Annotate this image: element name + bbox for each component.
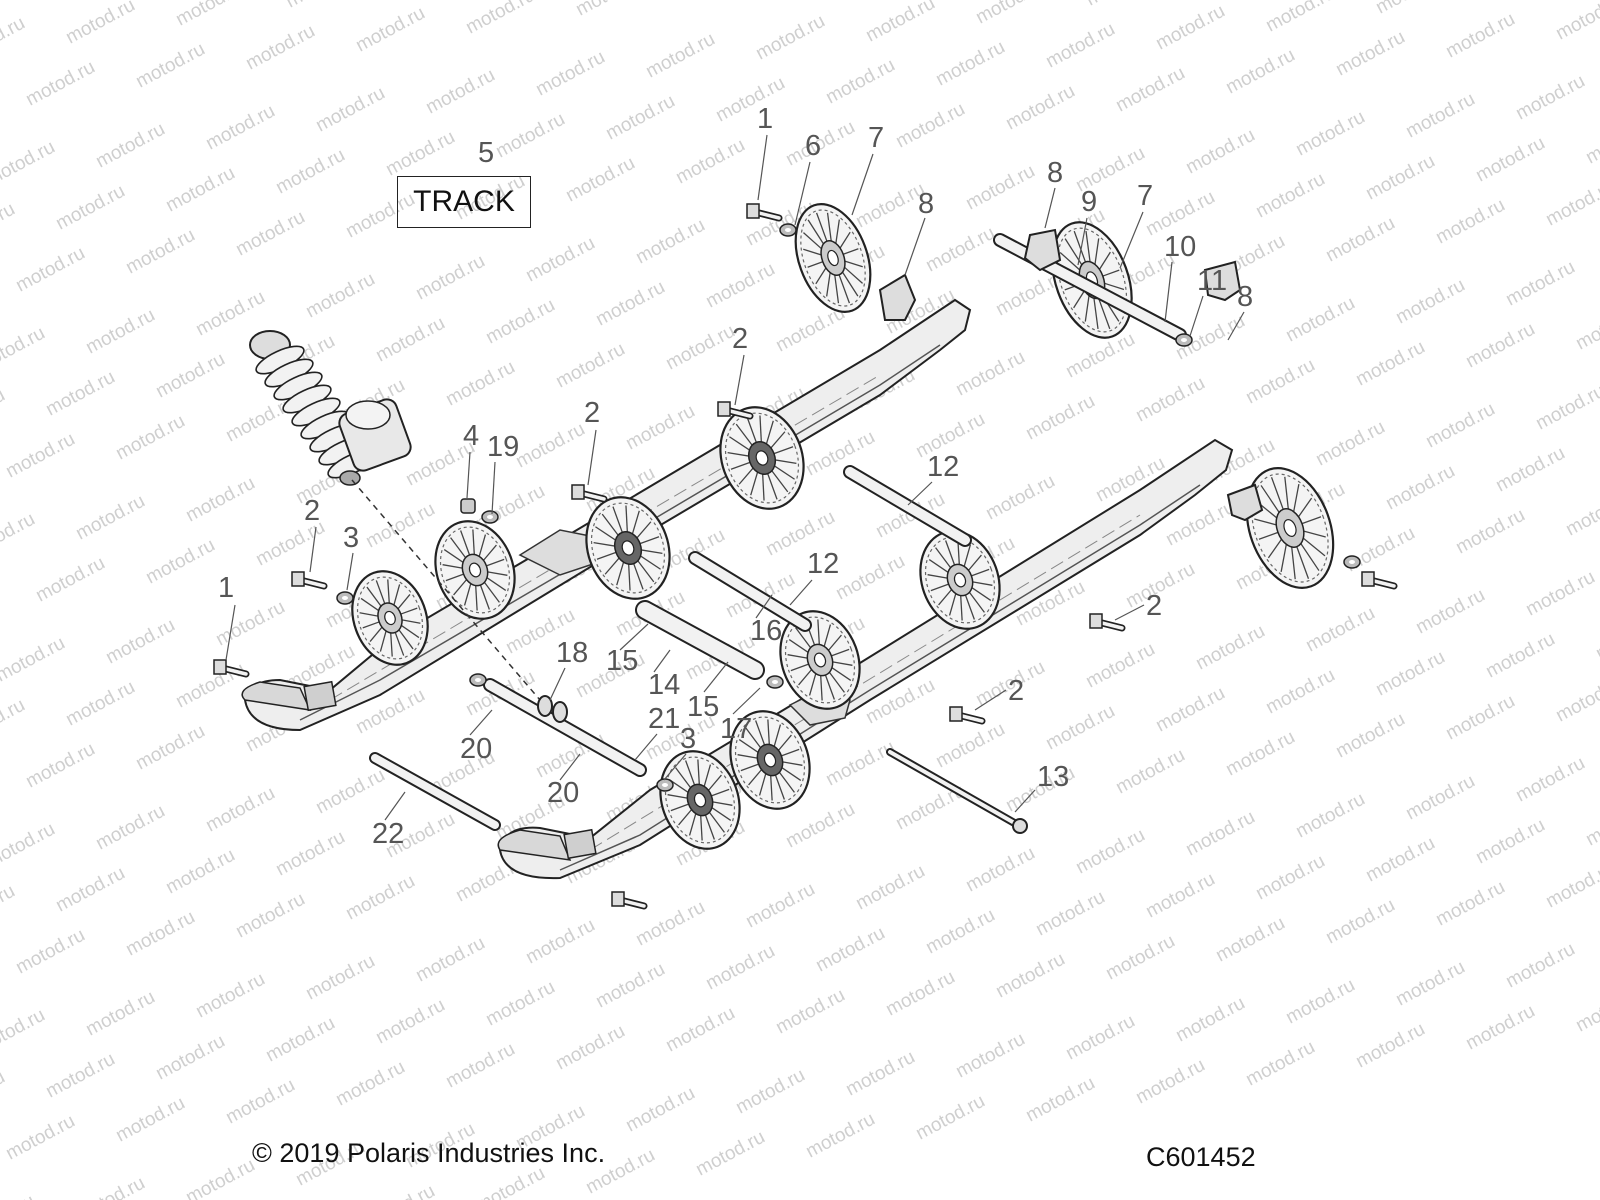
nut	[460, 498, 476, 514]
hardware	[213, 203, 1398, 910]
callout-20: 20	[547, 777, 579, 809]
callout-8: 8	[1047, 157, 1063, 189]
washer	[481, 510, 499, 524]
callout-13: 13	[1037, 761, 1069, 793]
shafts	[369, 233, 1187, 834]
callout-8: 8	[1237, 281, 1253, 313]
callout-14: 14	[648, 669, 680, 701]
callout-18: 18	[556, 637, 588, 669]
callout-10: 10	[1164, 231, 1196, 263]
idler-wheel	[794, 203, 872, 313]
callout-20: 20	[460, 733, 492, 765]
callout-17: 17	[720, 713, 752, 745]
shaft-22	[369, 752, 501, 831]
washer	[469, 673, 487, 687]
idler-wheels	[351, 203, 1335, 850]
idler-wheel	[434, 520, 516, 620]
callout-9: 9	[1081, 186, 1097, 218]
callout-7: 7	[868, 122, 884, 154]
idler-wheel	[351, 570, 429, 666]
callout-2: 2	[1146, 590, 1162, 622]
washer	[1343, 555, 1361, 569]
shock-absorber	[249, 330, 541, 701]
bolt	[1089, 613, 1126, 632]
washer	[766, 675, 784, 689]
callout-3: 3	[680, 723, 696, 755]
callout-2: 2	[304, 495, 320, 527]
callout-15: 15	[606, 645, 638, 677]
callout-2: 2	[584, 397, 600, 429]
idler-wheel	[779, 610, 861, 710]
callout-1: 1	[218, 572, 234, 604]
idler-wheel	[1245, 467, 1335, 589]
bolt	[949, 706, 986, 725]
track-label-box: TRACK	[397, 176, 531, 228]
bolt	[611, 891, 648, 910]
callout-16: 16	[750, 615, 782, 647]
idler-wheel	[919, 530, 1001, 630]
callout-5: 5	[478, 137, 494, 169]
bolt	[1361, 571, 1398, 590]
callout-12: 12	[807, 548, 839, 580]
callout-2: 2	[1008, 675, 1024, 707]
bolt	[213, 659, 250, 678]
callout-21: 21	[648, 703, 680, 735]
bolt	[746, 203, 783, 222]
leader-lines	[225, 134, 1245, 821]
idler-wheel	[729, 710, 811, 810]
callout-12: 12	[927, 451, 959, 483]
callout-6: 6	[805, 130, 821, 162]
callout-15: 15	[687, 691, 719, 723]
figure-id: C601452	[1146, 1142, 1256, 1172]
idler-wheel	[719, 406, 805, 510]
bearing-blocks	[878, 228, 1264, 522]
callout-1: 1	[757, 103, 773, 135]
copyright-notice: © 2019 Polaris Industries Inc.	[252, 1138, 606, 1168]
callout-19: 19	[487, 431, 519, 463]
idler-wheel	[585, 496, 671, 600]
shaft-20	[483, 678, 647, 777]
bolt	[291, 571, 328, 590]
callout-7: 7	[1137, 180, 1153, 212]
bolt	[571, 484, 608, 503]
callout-2: 2	[732, 323, 748, 355]
callout-22: 22	[372, 818, 404, 850]
bolt-13	[886, 748, 1028, 834]
callout-4: 4	[463, 420, 479, 452]
right-rail	[497, 438, 1234, 880]
callout-3: 3	[343, 522, 359, 554]
callout-8: 8	[918, 188, 934, 220]
washer	[779, 223, 797, 237]
bolt	[717, 401, 754, 420]
callout-labels: 1 1 2 2 2 2 2 3 3 4 5 6 7 7 8 8 8 9 10 1…	[218, 103, 1253, 850]
washer	[656, 778, 674, 792]
shaft-12-lower	[688, 551, 812, 632]
idler-wheel	[659, 750, 741, 850]
callout-11: 11	[1197, 265, 1227, 297]
washer	[336, 591, 354, 605]
shaft-12-upper	[843, 465, 972, 547]
washer	[1175, 333, 1193, 347]
shaft-14	[635, 600, 765, 680]
